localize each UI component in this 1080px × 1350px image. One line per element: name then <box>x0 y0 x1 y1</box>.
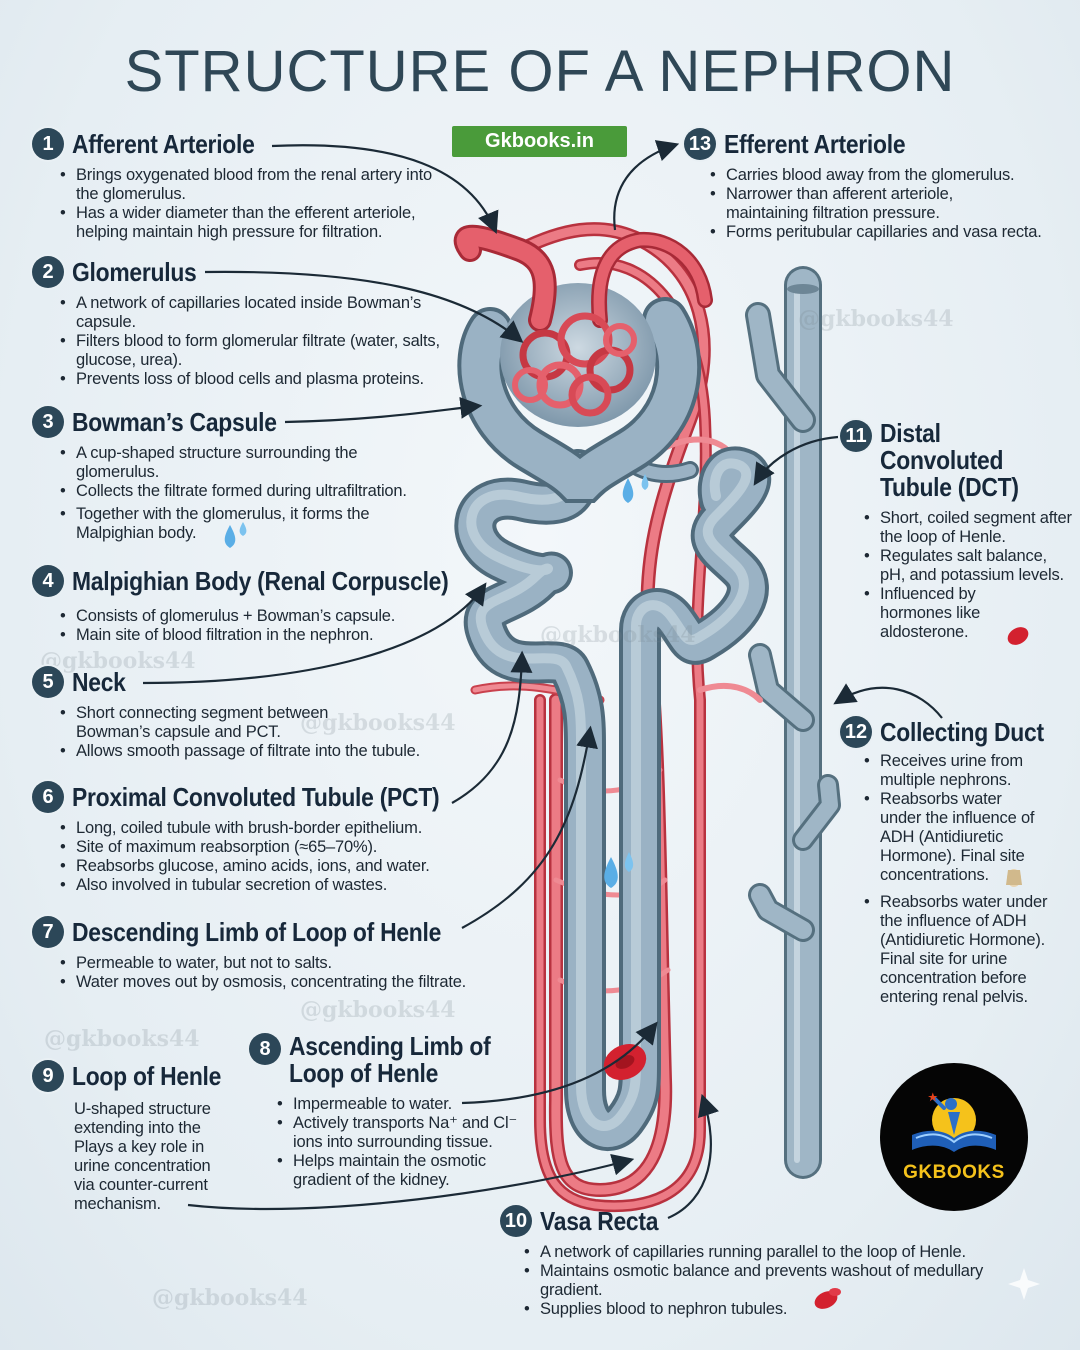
section-vasa-recta: 10 Vasa Recta A network of capillaries ru… <box>500 1205 1020 1319</box>
watermark: @gkbooks44 <box>40 648 196 674</box>
bullet-point: Narrower than afferent arteriole, mainta… <box>710 185 986 223</box>
bullet-point: Regulates salt balance, pH, and potassiu… <box>864 547 1075 585</box>
section-number: 7 <box>32 916 64 948</box>
bullet-point: Forms peritubular capillaries and vasa r… <box>710 223 1074 242</box>
bullet-point: Influenced by hormones like aldosterone. <box>864 585 1035 642</box>
bullet-point: Reabsorbs water under the influence of A… <box>864 893 1049 1007</box>
section-heading: Proximal Convoluted Tubule (PCT) <box>72 781 440 812</box>
section-number: 8 <box>249 1033 281 1065</box>
section-heading: Descending Limb of Loop of Henle <box>72 916 442 947</box>
bullet-point: Short connecting segment between Bowman’… <box>60 704 346 742</box>
section-efferent-arteriole: 13 Efferent Arteriole Carries blood away … <box>684 128 1074 242</box>
bullet-point: Long, coiled tubule with brush-border ep… <box>60 819 472 838</box>
bullet-point: Together with the glomerulus, it forms t… <box>60 505 386 543</box>
bullet-point: Reabsorbs glucose, amino acids, ions, an… <box>60 857 472 876</box>
section-bowmans-capsule: 3 Bowman’s Capsule A cup-shaped structure… <box>32 406 452 543</box>
section-number: 10 <box>500 1205 532 1237</box>
logo-text: GKBOOKS <box>903 1162 1005 1183</box>
section-heading: Afferent Arteriole <box>72 128 255 159</box>
section-text: U-shaped structure extending into the Pl… <box>74 1100 211 1213</box>
bullet-point: Short, coiled segment after the loop of … <box>864 509 1075 547</box>
bullet-point: Also involved in tubular secretion of wa… <box>60 876 472 895</box>
section-heading: Vasa Recta <box>540 1205 659 1236</box>
section-afferent-arteriole: 1 Afferent Arteriole Brings oxygenated bl… <box>32 128 452 242</box>
section-pct: 6 Proximal Convoluted Tubule (PCT) Long, … <box>32 781 472 895</box>
bullet-point: Actively transports Na⁺ and Cl⁻ ions int… <box>277 1114 519 1152</box>
section-number: 4 <box>32 565 64 597</box>
glomerulus-shape <box>453 224 713 417</box>
bullet-point: Has a wider diameter than the efferent a… <box>60 204 452 242</box>
watermark: @gkbooks44 <box>152 1285 308 1311</box>
bullet-point: Permeable to water, but not to salts. <box>60 954 502 973</box>
section-number: 12 <box>840 716 872 748</box>
bullet-point: Brings oxygenated blood from the renal a… <box>60 166 452 204</box>
bullet-point: Prevents loss of blood cells and plasma … <box>60 370 452 389</box>
section-neck: 5 Neck Short connecting segment between B… <box>32 666 462 761</box>
leader-arrows <box>142 140 943 1220</box>
bullet-point: Supplies blood to nephron tubules. <box>524 1300 984 1319</box>
bullet-point: Allows smooth passage of filtrate into t… <box>60 742 462 761</box>
book-icon <box>912 1092 996 1152</box>
section-heading: Ascending Limb of Loop of Henle <box>289 1031 491 1088</box>
bullet-point: Carries blood away from the glomerulus. <box>710 166 1074 185</box>
section-heading: Malpighian Body (Renal Corpuscle) <box>72 565 449 596</box>
gkbooks-logo: GKBOOKS <box>880 1063 1028 1211</box>
bullet-point: Filters blood to form glomerular filtrat… <box>60 332 452 370</box>
section-heading: Neck <box>72 666 126 697</box>
section-loop-of-henle: 9 Loop of Henle U-shaped structure extend… <box>32 1060 222 1214</box>
collecting-duct-shape <box>745 266 841 1179</box>
section-number: 11 <box>840 420 872 452</box>
section-heading: Bowman’s Capsule <box>72 406 277 437</box>
section-number: 9 <box>32 1060 64 1092</box>
section-heading: Efferent Arteriole <box>724 128 906 159</box>
section-number: 6 <box>32 781 64 813</box>
bullet-point: Reabsorbs water under the influence of A… <box>864 790 1040 885</box>
section-heading: Distal Convoluted Tubule (DCT) <box>880 418 1019 502</box>
section-number: 5 <box>32 666 64 698</box>
section-descending-limb: 7 Descending Limb of Loop of Henle Permea… <box>32 916 502 992</box>
bullet-point: Impermeable to water. <box>277 1095 519 1114</box>
bullet-point: Collects the filtrate formed during ultr… <box>60 482 486 501</box>
section-glomerulus: 2 Glomerulus A network of capillaries loc… <box>32 256 452 389</box>
section-heading: Collecting Duct <box>880 716 1044 747</box>
section-collecting-duct: 12 Collecting Duct Receives urine from mu… <box>840 716 1072 1007</box>
watermark: @gkbooks44 <box>798 306 954 332</box>
watermark: @gkbooks44 <box>44 1026 200 1052</box>
page-title: STRUCTURE OF A NEPHRON <box>124 39 956 104</box>
section-number: 13 <box>684 128 716 160</box>
bullet-point: A cup-shaped structure surrounding the g… <box>60 444 400 482</box>
bullet-point: Water moves out by osmosis, concentratin… <box>60 973 502 992</box>
watermark: @gkbooks44 <box>300 997 456 1023</box>
section-number: 3 <box>32 406 64 438</box>
bullet-point: Maintains osmotic balance and prevents w… <box>524 1262 984 1300</box>
watermark: @gkbooks44 <box>540 622 696 648</box>
bullet-point: Receives urine from multiple nephrons. <box>864 752 1030 790</box>
bullet-point: Helps maintain the osmotic gradient of t… <box>277 1152 519 1190</box>
bullet-point: Main site of blood filtration in the nep… <box>60 626 472 645</box>
section-heading: Glomerulus <box>72 256 197 287</box>
bullet-point: Consists of glomerulus + Bowman’s capsul… <box>60 607 472 626</box>
brand-badge: Gkbooks.in <box>452 126 627 157</box>
bullet-point: Site of maximum reabsorption (≈65–70%). <box>60 838 472 857</box>
section-malpighian-body: 4 Malpighian Body (Renal Corpuscle) Consi… <box>32 565 472 645</box>
section-number: 2 <box>32 256 64 288</box>
section-heading: Loop of Henle <box>72 1060 222 1091</box>
section-number: 1 <box>32 128 64 160</box>
bullet-point: A network of capillaries running paralle… <box>524 1243 984 1262</box>
bullet-point: A network of capillaries located inside … <box>60 294 452 332</box>
